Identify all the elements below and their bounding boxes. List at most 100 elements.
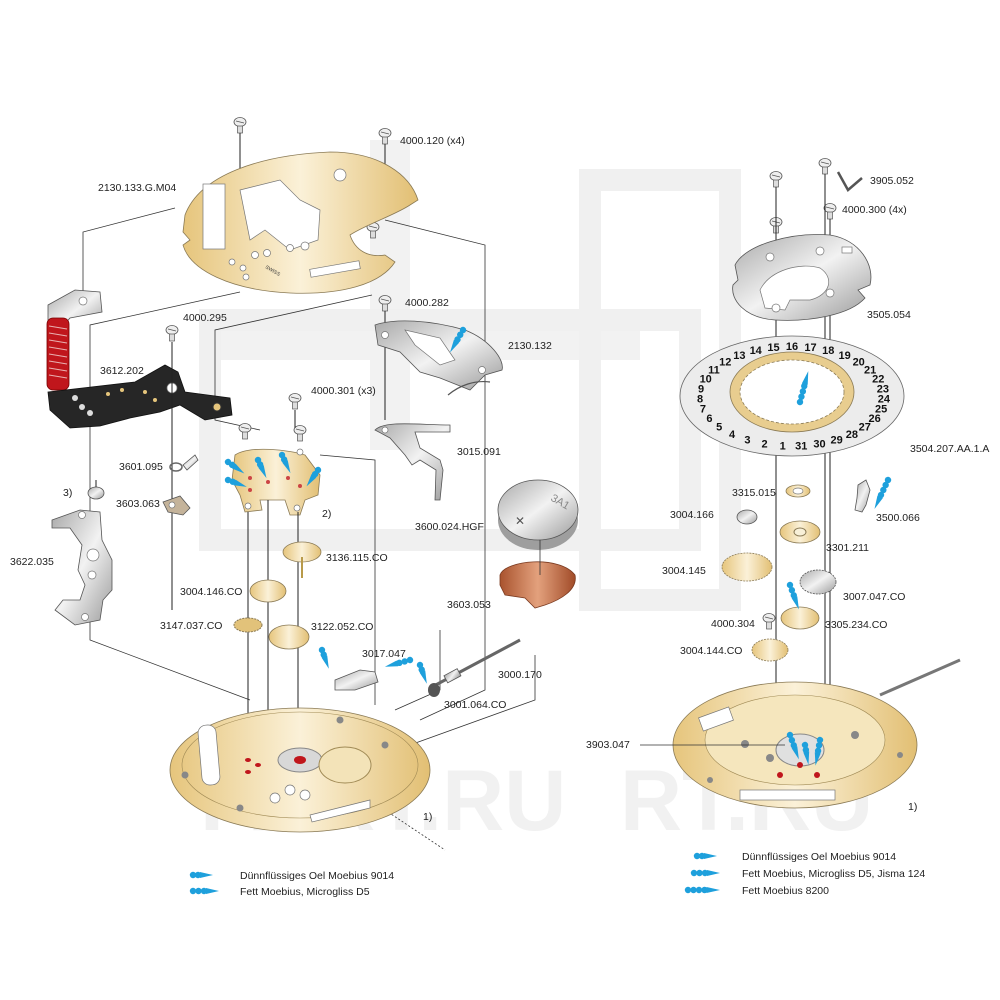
oil-thin-icon bbox=[189, 871, 213, 879]
screw-icon bbox=[818, 158, 832, 175]
date-number: 19 bbox=[838, 350, 850, 362]
part-label: 3004.145 bbox=[662, 565, 706, 577]
grease-icon bbox=[690, 869, 720, 877]
date-number: 6 bbox=[706, 413, 712, 425]
oil-marker-icon bbox=[785, 580, 802, 611]
legend-right: Dünnflüssiges Oel Moebius 9014 Fett Moeb… bbox=[684, 851, 925, 897]
part-label: 3504.207.AA.1.A bbox=[910, 443, 989, 455]
part-label: 3007.047.CO bbox=[843, 591, 905, 603]
screw-icon bbox=[238, 423, 252, 440]
date-number: 23 bbox=[877, 383, 889, 395]
legend-label: Dünnflüssiges Oel Moebius 9014 bbox=[742, 851, 896, 863]
part-label: 3315.015 bbox=[732, 487, 776, 499]
legend-label: Dünnflüssiges Oel Moebius 9014 bbox=[240, 870, 394, 882]
part-label: 1) bbox=[423, 811, 432, 823]
part-label: 3017.047 bbox=[362, 648, 406, 660]
date-number: 1 bbox=[780, 441, 786, 453]
grease-icon bbox=[189, 887, 219, 895]
date-number: 10 bbox=[700, 374, 712, 386]
date-number: 4 bbox=[729, 429, 736, 441]
date-number: 30 bbox=[813, 439, 825, 451]
main-plate-left bbox=[169, 707, 431, 833]
part-label: 3500.066 bbox=[876, 512, 920, 524]
bridge-plate: SWISS bbox=[182, 151, 419, 294]
screw-icon bbox=[762, 613, 776, 630]
winding-stem bbox=[415, 638, 521, 697]
setting-lever-3622-035 bbox=[51, 480, 113, 626]
part-label: 4000.295 bbox=[183, 312, 227, 324]
left-assembly: SWISS bbox=[10, 117, 579, 898]
legend-left: Dünnflüssiges Oel Moebius 9014 Fett Moeb… bbox=[189, 870, 394, 898]
small-parts-right bbox=[721, 475, 893, 662]
main-plate-right bbox=[640, 658, 961, 809]
part-label: 3305.234.CO bbox=[825, 619, 887, 631]
part-label: 3004.144.CO bbox=[680, 645, 742, 657]
date-number: 24 bbox=[878, 394, 891, 406]
part-label: 3004.166 bbox=[670, 509, 714, 521]
screw-icon bbox=[823, 203, 837, 220]
legend-label: Fett Moebius, Microgliss D5 bbox=[240, 886, 370, 898]
spring-part bbox=[46, 289, 103, 391]
part-label: 4000.282 bbox=[405, 297, 449, 309]
part-label: 3603.053 bbox=[447, 599, 491, 611]
part-label: 3000.170 bbox=[498, 669, 542, 681]
part-label: 2) bbox=[322, 508, 331, 520]
date-number: 16 bbox=[786, 341, 798, 353]
battery-plus-mark: ✕ bbox=[515, 514, 525, 528]
part-labels-right: 3905.052 4000.300 (4x) 3505.054 3504.207… bbox=[586, 175, 989, 813]
oil-marker-icon bbox=[317, 645, 332, 670]
date-number: 29 bbox=[830, 435, 842, 447]
part-label: 3600.024.HGF bbox=[415, 521, 484, 533]
part-label: 1) bbox=[908, 801, 917, 813]
part-label: 3505.054 bbox=[867, 309, 911, 321]
date-number: 3 bbox=[744, 435, 750, 447]
part-label: 4000.120 (x4) bbox=[400, 135, 465, 147]
date-number: 25 bbox=[875, 404, 887, 416]
date-number: 31 bbox=[795, 441, 807, 453]
part-label: 3601.095 bbox=[119, 461, 163, 473]
date-number: 28 bbox=[846, 429, 858, 441]
part-label: 3603.063 bbox=[116, 498, 160, 510]
part-label: 3147.037.CO bbox=[160, 620, 222, 632]
date-number: 26 bbox=[868, 413, 880, 425]
part-label: 3905.052 bbox=[870, 175, 914, 187]
oil-marker-icon bbox=[871, 475, 893, 511]
date-number: 2 bbox=[761, 439, 767, 451]
part-label: 3) bbox=[63, 487, 72, 499]
small-parts bbox=[162, 454, 199, 516]
date-number: 7 bbox=[700, 404, 706, 416]
spring-3015-091 bbox=[374, 423, 451, 501]
oil-thin-icon bbox=[693, 852, 717, 860]
date-number: 22 bbox=[872, 374, 884, 386]
date-number: 21 bbox=[864, 365, 876, 377]
date-number: 8 bbox=[697, 394, 703, 406]
oil-marker-icon bbox=[415, 660, 430, 685]
date-number: 5 bbox=[716, 422, 722, 434]
date-number: 13 bbox=[733, 350, 745, 362]
part-label: 3004.146.CO bbox=[180, 586, 242, 598]
part-label: 2130.132 bbox=[508, 340, 552, 352]
part-label: 3001.064.CO bbox=[444, 699, 506, 711]
plate-3505-054 bbox=[732, 234, 872, 321]
part-label: 3622.035 bbox=[10, 556, 54, 568]
date-number: 11 bbox=[708, 365, 720, 377]
date-number: 14 bbox=[750, 345, 763, 357]
part-label: 3612.202 bbox=[100, 365, 144, 377]
insulator-3603-053 bbox=[499, 540, 576, 609]
part-3017-047 bbox=[317, 645, 414, 691]
part-label: 2130.133.G.M04 bbox=[98, 182, 176, 194]
bridge-2130-132 bbox=[374, 320, 503, 396]
lever-3612-202 bbox=[47, 364, 233, 429]
screw-icon bbox=[293, 425, 307, 442]
wheels-left bbox=[233, 541, 322, 650]
screw-icon bbox=[165, 325, 179, 342]
leader-lines-left bbox=[82, 207, 536, 851]
part-label: 4000.301 (x3) bbox=[311, 385, 376, 397]
part-label: 3903.047 bbox=[586, 739, 630, 751]
date-number: 18 bbox=[822, 345, 834, 357]
